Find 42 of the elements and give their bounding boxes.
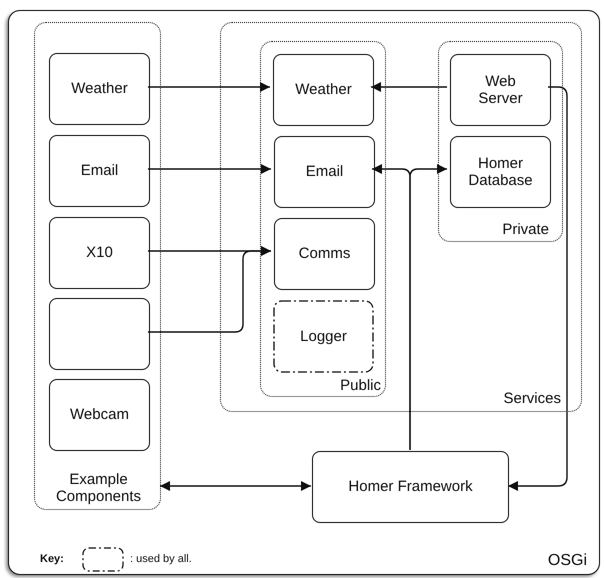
osgi-frame xyxy=(8,10,600,575)
key-heading: Key: xyxy=(40,553,64,566)
component-box xyxy=(450,54,551,126)
component-box xyxy=(49,53,150,125)
node-label: Email xyxy=(80,162,120,180)
node-label: Logger xyxy=(299,328,348,346)
private-group xyxy=(438,41,563,242)
group-label: Private xyxy=(502,220,549,238)
component-box xyxy=(49,298,150,370)
component-box xyxy=(49,135,150,207)
node-label: X10 xyxy=(85,244,114,262)
component-box xyxy=(450,136,551,208)
node-label: Homer Framework xyxy=(347,478,474,496)
arrow xyxy=(371,82,447,92)
node-label: Web Server xyxy=(477,72,524,108)
node-label: Comms xyxy=(298,245,352,263)
node-label: Weather xyxy=(294,81,353,99)
arrow xyxy=(148,82,270,92)
arrow xyxy=(148,164,271,174)
node-label: Homer Database xyxy=(467,154,534,190)
component-box xyxy=(49,217,150,289)
component-box xyxy=(274,136,375,208)
group-label: OSGi xyxy=(548,552,587,570)
services-group xyxy=(220,22,582,412)
node-label: Weather xyxy=(70,80,129,98)
node-label: Email xyxy=(304,163,344,181)
group-label: Services xyxy=(503,390,561,407)
arrow xyxy=(409,164,447,450)
arrow xyxy=(148,246,271,333)
component-box xyxy=(273,54,374,126)
shared-service-box xyxy=(273,300,374,373)
component-box xyxy=(312,451,509,523)
arrow xyxy=(160,481,311,491)
component-box xyxy=(49,379,150,451)
node-label: Webcam xyxy=(69,406,130,424)
component-group xyxy=(34,22,161,510)
group-label: Example Components xyxy=(54,470,142,505)
public-group xyxy=(260,41,386,397)
group-label: Public xyxy=(340,376,381,394)
legend-text: : used by all. xyxy=(130,553,192,566)
component-box xyxy=(274,218,375,290)
arrow xyxy=(508,86,568,491)
